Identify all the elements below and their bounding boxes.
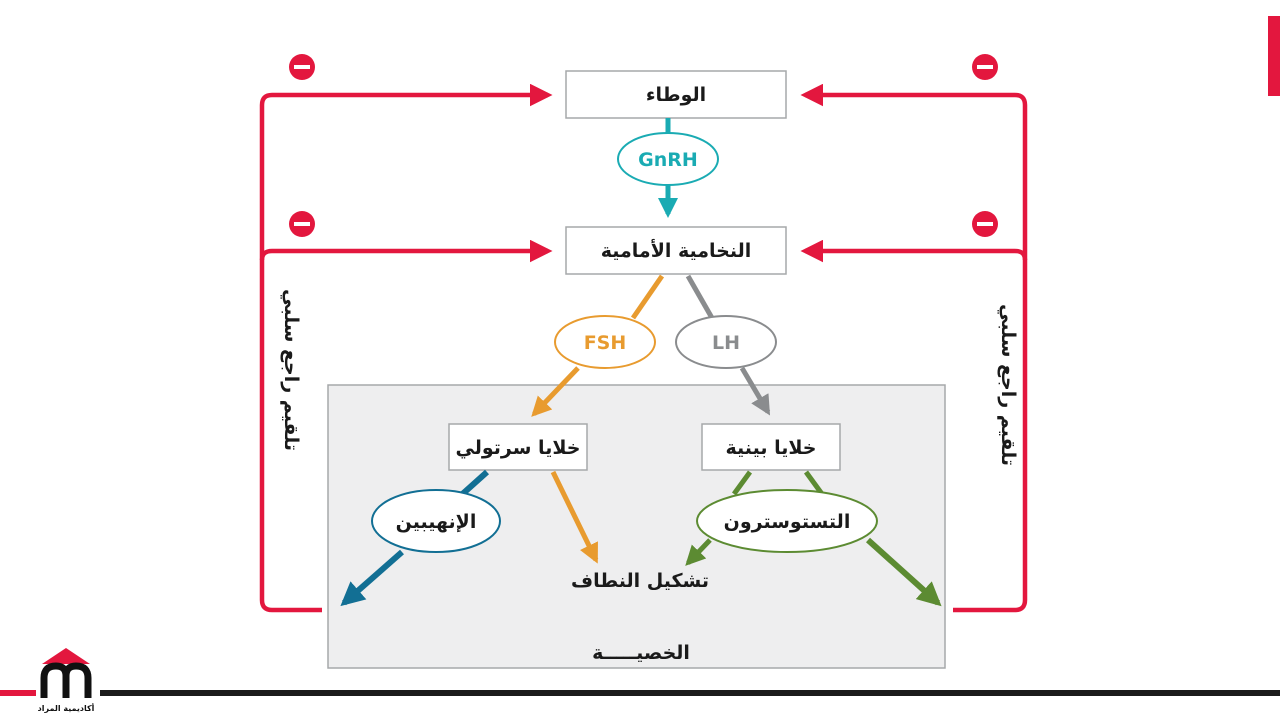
testosterone-connector-right <box>803 470 825 496</box>
testosterone-to-spermatogenesis-arrow <box>685 538 712 566</box>
testosterone-feedback-arrow <box>865 537 942 607</box>
feedback-loop-right-inner <box>800 239 1028 263</box>
gnrh-hormone <box>617 132 719 186</box>
minus-sign-icon <box>289 54 315 80</box>
testosterone-hormone <box>696 489 878 553</box>
footer-accent-line <box>0 690 36 696</box>
feedback-loop-right-outer <box>800 83 1028 613</box>
anterior-pituitary-box <box>565 226 787 275</box>
testis-label: الخصيـــــة <box>592 642 690 664</box>
sertoli-cells-label: خلايا سرتولي <box>456 437 581 459</box>
minus-sign-icon <box>972 211 998 237</box>
inhibin-hormone <box>371 489 501 553</box>
lh-connector <box>685 274 715 320</box>
feedback-loop-left-outer <box>259 83 553 613</box>
lh-hormone <box>675 315 777 369</box>
gnrh-label: GnRH <box>638 149 698 171</box>
minus-sign-icon <box>289 211 315 237</box>
inhibin-arrow <box>340 549 404 607</box>
testosterone-connector-left <box>731 470 753 496</box>
anterior-pituitary-label: النخامية الأمامية <box>601 239 752 262</box>
minus-sign-icon <box>972 54 998 80</box>
testosterone-label: التستوسترون <box>724 511 851 533</box>
sertoli-cells-box <box>448 423 588 471</box>
hypothalamus-label: الوطاء <box>646 84 706 106</box>
hypothalamus-box <box>565 70 787 119</box>
interstitial-cells-box <box>701 423 841 471</box>
corner-accent-bar <box>1268 16 1280 96</box>
lh-arrow <box>739 366 771 416</box>
footer-rule <box>100 690 1280 696</box>
logo-caption: أكاديمية المراد <box>37 704 95 713</box>
spermatogenesis-label: تشكيل النطاف <box>571 570 709 592</box>
fsh-hormone <box>554 315 656 369</box>
inhibin-label: الإنهيبين <box>396 511 477 533</box>
feedback-loop-left-inner <box>259 239 553 263</box>
interstitial-cells-label: خلايا بينية <box>726 437 817 459</box>
feedback-label-right: تلقيم راجع سلبي <box>997 304 1019 466</box>
academy-logo-icon <box>40 648 92 698</box>
sertoli-to-spermatogenesis-arrow <box>550 470 599 564</box>
fsh-arrow <box>531 366 580 417</box>
lh-label: LH <box>712 332 740 354</box>
fsh-label: FSH <box>584 332 627 354</box>
fsh-connector <box>630 274 665 320</box>
feedback-label-left: تلقيم راجع سلبي <box>280 289 302 451</box>
